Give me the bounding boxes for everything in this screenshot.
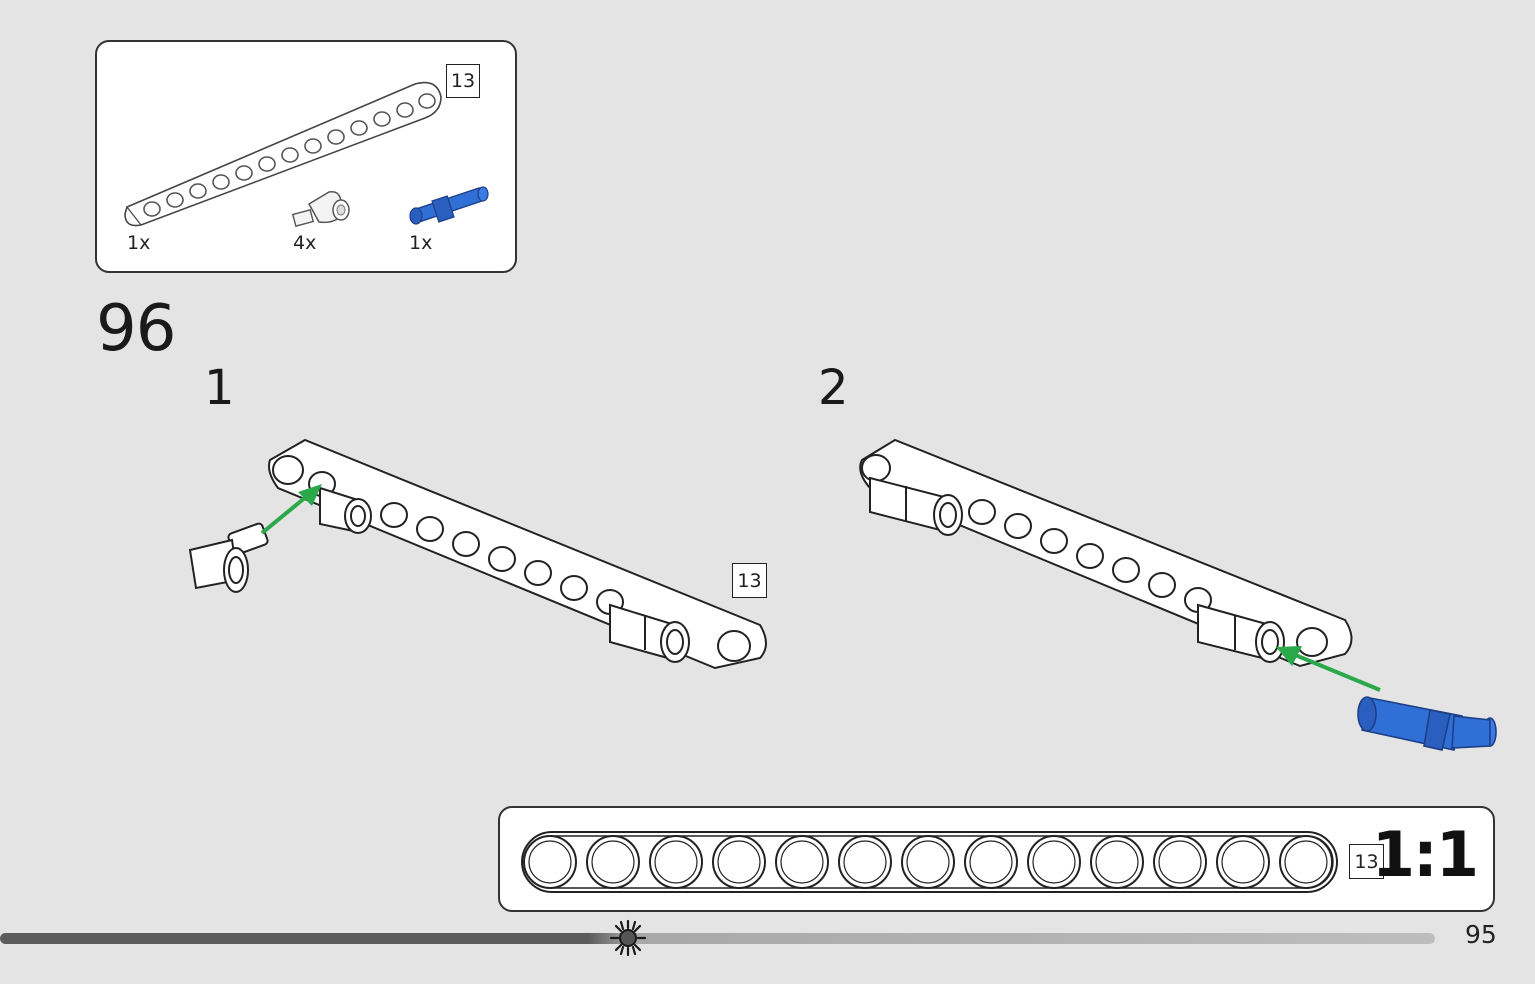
scale-label: 1:1 bbox=[1371, 818, 1479, 891]
sub-step-2-illustration bbox=[859, 438, 1497, 751]
sub-step-1-illustration bbox=[188, 438, 767, 670]
sub-step-label: 1 bbox=[204, 360, 235, 416]
pin-with-bush-icon bbox=[291, 191, 350, 227]
progress-bar bbox=[0, 933, 1435, 944]
parts-list-box: 13 1x 4x 1x bbox=[95, 40, 517, 273]
part-quantity: 4x bbox=[293, 232, 317, 254]
scale-reference-box: 13 1:1 bbox=[498, 806, 1495, 912]
part-quantity: 1x bbox=[127, 232, 151, 254]
step-number: 96 bbox=[96, 292, 176, 366]
beam-length-badge: 13 bbox=[1349, 844, 1384, 879]
beam-13-icon bbox=[124, 81, 442, 227]
sun-progress-marker-icon bbox=[609, 919, 647, 957]
blue-axle-pin-icon bbox=[409, 186, 489, 225]
sub-step-label: 2 bbox=[818, 360, 849, 416]
beam-length-badge: 13 bbox=[446, 64, 480, 98]
page-number: 95 bbox=[1465, 920, 1497, 949]
part-quantity: 1x bbox=[409, 232, 433, 254]
beam-scale-icon bbox=[521, 831, 1338, 893]
beam-length-badge: 13 bbox=[732, 563, 767, 598]
